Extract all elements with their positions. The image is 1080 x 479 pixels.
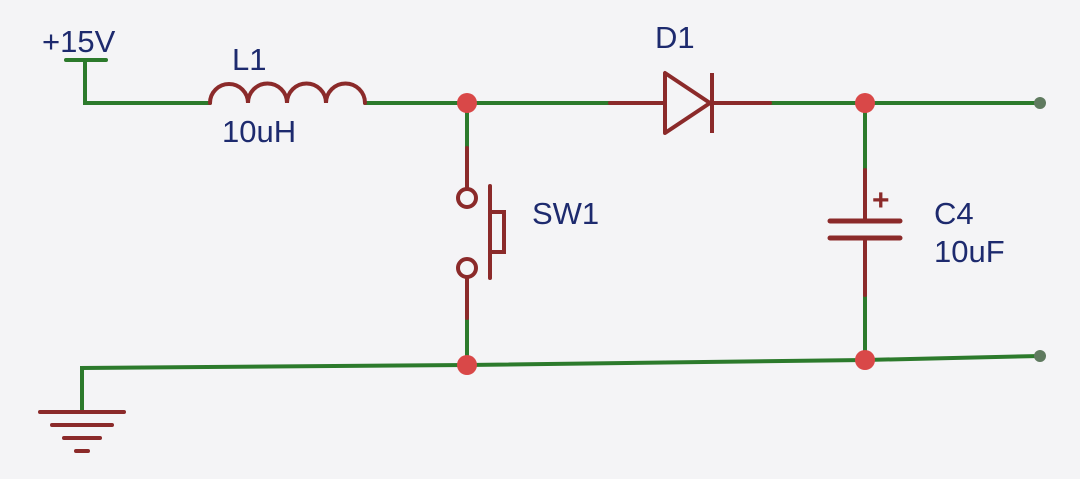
component-leads	[465, 101, 867, 320]
supply-label: +15V	[42, 24, 116, 59]
switch-contact-top	[456, 187, 478, 209]
inductor-value-label: 10uH	[222, 114, 296, 149]
cap-polarity-label: +	[872, 184, 890, 217]
ground-symbol	[38, 410, 126, 453]
junction-top-cap	[855, 93, 875, 113]
junction-top-switch	[457, 93, 477, 113]
inductor-L1	[208, 81, 367, 105]
junction-bottom-cap	[855, 350, 875, 370]
output-terminal-top	[1034, 97, 1046, 109]
switch-ref-label: SW1	[532, 196, 599, 231]
wire-supply-to-inductor	[83, 58, 212, 105]
diode-D1	[663, 71, 714, 135]
switch-contact-bottom	[456, 257, 478, 279]
switch-SW1	[456, 184, 506, 280]
capacitor-C4	[827, 218, 903, 241]
cap-ref-label: C4	[934, 196, 974, 231]
output-terminal-bottom	[1034, 350, 1046, 362]
output-terminals	[1034, 97, 1046, 362]
junctions	[457, 93, 875, 375]
inductor-ref-label: L1	[232, 42, 266, 77]
diode-triangle	[663, 71, 712, 135]
switch-actuator-body	[488, 210, 506, 254]
diode-ref-label: D1	[655, 20, 695, 55]
cap-value-label: 10uF	[934, 234, 1005, 269]
junction-bottom-switch	[457, 355, 477, 375]
